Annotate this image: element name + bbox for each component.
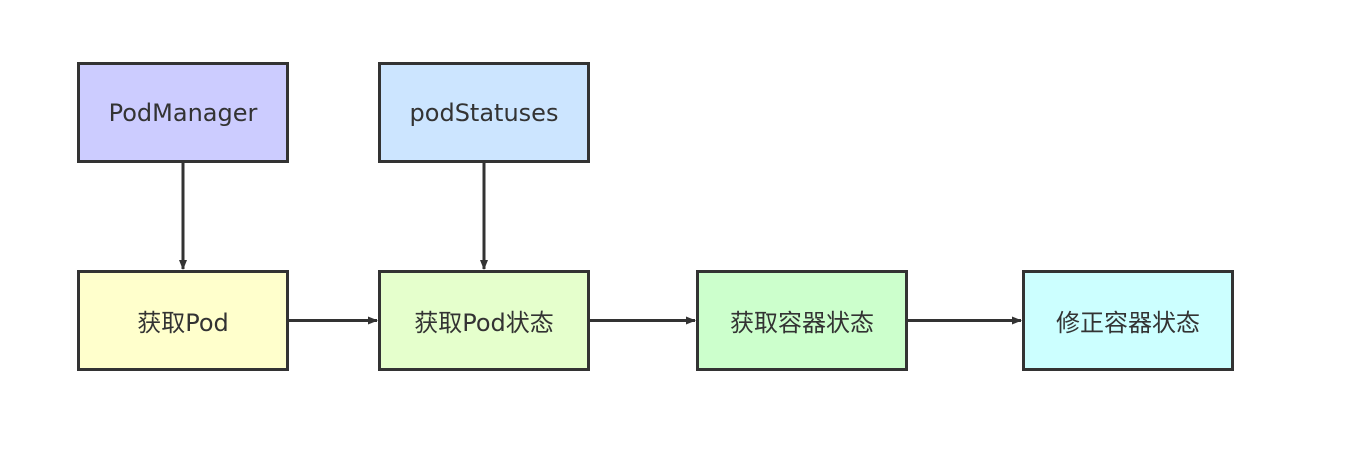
node-label: PodManager (108, 98, 258, 127)
node-fix-container-status: 修正容器状态 (1022, 270, 1234, 371)
node-get-pod-status: 获取Pod状态 (378, 270, 590, 371)
node-label: podStatuses (409, 98, 559, 127)
node-pod-manager: PodManager (77, 62, 289, 163)
node-label: 获取Pod (137, 309, 229, 337)
node-get-container-status: 获取容器状态 (696, 270, 908, 371)
node-label: 修正容器状态 (1056, 309, 1200, 337)
node-get-pod: 获取Pod (77, 270, 289, 371)
node-pod-statuses: podStatuses (378, 62, 590, 163)
node-label: 获取Pod状态 (414, 309, 554, 337)
node-label: 获取容器状态 (730, 309, 874, 337)
